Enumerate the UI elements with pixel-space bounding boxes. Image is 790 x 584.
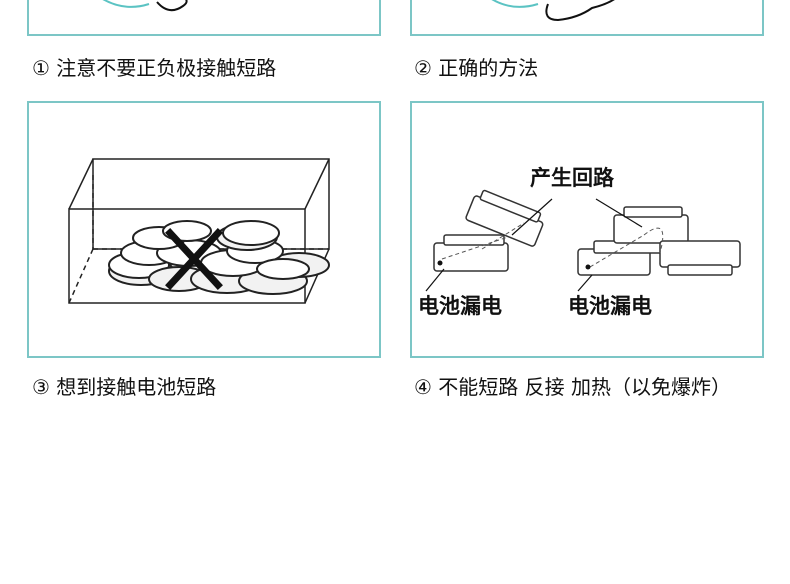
panel-1 [27, 0, 381, 36]
right-top-battery [613, 214, 689, 244]
battery-holder-curve [491, 0, 539, 8]
panel-4: 产生回路 电池漏电 电池漏电 [410, 101, 764, 358]
caption-2: ② 正确的方法 [414, 56, 539, 80]
battery-holder-curve [102, 0, 150, 8]
caption-3: ③ 想到接触电池短路 [32, 375, 217, 399]
label-leak-right: 电池漏电 [568, 294, 652, 318]
battery-box-illustration [68, 158, 330, 304]
wire-curve [156, 0, 188, 12]
short-circuit-diagram: 产生回路 电池漏电 电池漏电 [418, 166, 741, 318]
panel-3 [27, 101, 381, 358]
panel-1-illustration [102, 0, 188, 12]
label-leak-left: 电池漏电 [418, 294, 502, 318]
label-loop: 产生回路 [530, 166, 615, 190]
panel-2 [410, 0, 764, 36]
panel-2-illustration [491, 0, 615, 22]
caption-4: ④ 不能短路 反接 加热（以免爆炸） [414, 375, 732, 399]
left-bottom-battery [433, 242, 509, 272]
caption-1: ① 注意不要正负极接触短路 [32, 56, 277, 80]
cross-mark-icon [165, 228, 223, 290]
battery-clip [545, 0, 615, 22]
right-bottom-battery-b [659, 240, 741, 268]
